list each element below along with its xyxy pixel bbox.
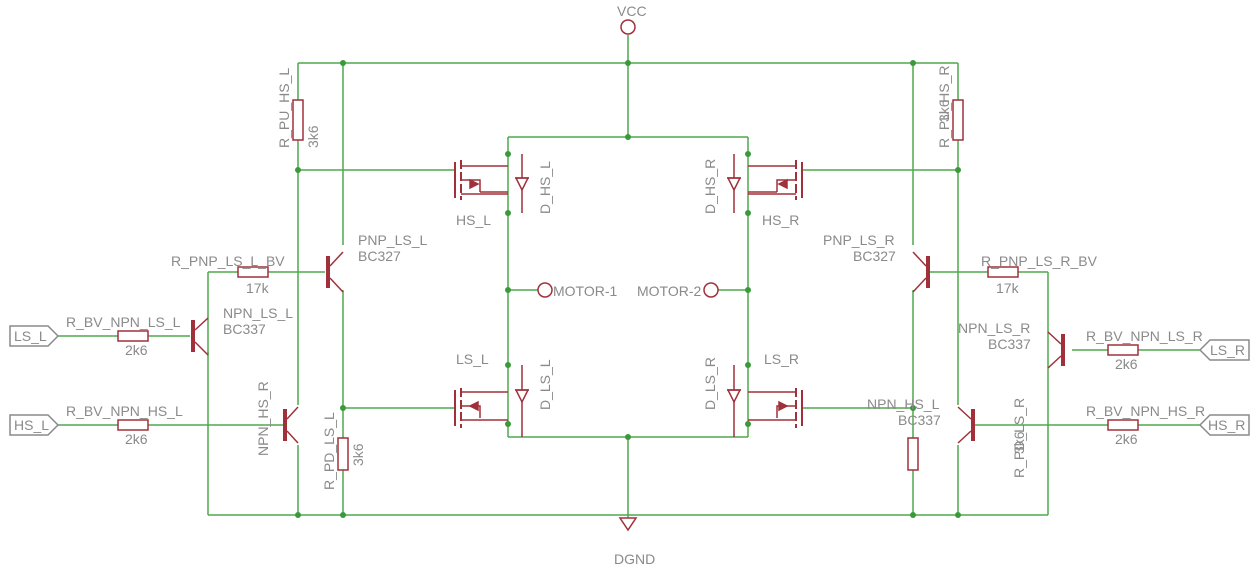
- wires: [58, 35, 1200, 518]
- r-bv-npn-hs-r-value: 2k6: [1115, 431, 1138, 447]
- r-bv-npn-ls-r-body: [1107, 344, 1139, 356]
- mosfet-hs-r-label: HS_R: [762, 212, 800, 228]
- pnp-ls-r-name: PNP_LS_R: [823, 232, 895, 248]
- r-pnp-ls-r-bv-body: [987, 266, 1019, 278]
- npn-ls-l-name: NPN_LS_L: [223, 305, 294, 321]
- r-pd-ls-r-value: 3k6: [1011, 431, 1027, 454]
- input-ls-l-flag[interactable]: [9, 325, 60, 347]
- junctions: [295, 60, 961, 518]
- input-connectors: [9, 325, 1250, 436]
- npn-hs-l-name: NPN_HS_L: [867, 396, 940, 412]
- r-pnp-ls-l-bv-body: [237, 266, 269, 278]
- diode-d-hs-r-label: D_HS_R: [702, 158, 718, 214]
- r-pu-hs-r-value: 3k6: [936, 99, 952, 122]
- pnp-ls-l-value: BC327: [358, 248, 401, 264]
- r-bv-npn-ls-l-name: R_BV_NPN_LS_L: [66, 314, 181, 330]
- vcc-symbol: [620, 19, 636, 35]
- mosfet-hs-r-symbol: [726, 154, 803, 213]
- motor-2-label: MOTOR-2: [637, 283, 702, 299]
- npn-hs-r-name: NPN_HS_R: [255, 381, 271, 456]
- input-ls-r-flag[interactable]: [1198, 339, 1250, 361]
- pnp-ls-r-value: BC327: [853, 248, 896, 264]
- r-bv-npn-ls-l-value: 2k6: [125, 342, 148, 358]
- input-hs-l-flag[interactable]: [9, 414, 60, 436]
- r-pnp-ls-l-bv-value: 17k: [246, 280, 269, 296]
- diode-d-hs-l-label: D_HS_L: [537, 161, 553, 214]
- input-hs-r-flag[interactable]: [1198, 414, 1250, 436]
- r-pu-hs-l-body: [292, 99, 304, 141]
- npn-hs-l-symbol: [957, 406, 975, 444]
- mosfet-ls-l-symbol: [454, 365, 530, 437]
- input-hs-l-label: HS_L: [14, 417, 50, 433]
- mosfet-ls-r-symbol: [726, 365, 803, 437]
- mosfet-ls-r-label: LS_R: [764, 351, 800, 367]
- npn-ls-l-value: BC337: [223, 321, 266, 337]
- npn-hs-r-symbol: [283, 406, 299, 444]
- npn-ls-r-name: NPN_LS_R: [958, 320, 1031, 336]
- vcc-label: VCC: [617, 3, 647, 19]
- r-bv-npn-hs-l-name: R_BV_NPN_HS_L: [66, 403, 183, 419]
- r-bv-npn-ls-r-value: 2k6: [1115, 356, 1138, 372]
- input-ls-l-label: LS_L: [14, 328, 47, 344]
- r-pnp-ls-r-bv-name: R_PNP_LS_R_BV: [981, 253, 1097, 269]
- r-pu-hs-l-value: 3k6: [305, 125, 321, 148]
- r-pd-ls-l-body: [337, 437, 349, 471]
- npn-ls-r-symbol: [1047, 331, 1065, 369]
- motor-2-pad: [703, 282, 719, 298]
- mosfet-hs-l-symbol: [454, 154, 530, 213]
- parts: [117, 19, 1139, 532]
- pnp-ls-r-symbol: [912, 251, 930, 293]
- motor-1-label: MOTOR-1: [553, 283, 618, 299]
- gnd-label: DGND: [614, 551, 656, 567]
- mosfet-ls-l-label: LS_L: [456, 351, 489, 367]
- npn-ls-r-value: BC337: [988, 336, 1031, 352]
- r-bv-npn-ls-r-name: R_BV_NPN_LS_R: [1086, 328, 1203, 344]
- r-pd-ls-r-body: [907, 437, 919, 471]
- r-bv-npn-hs-l-body: [117, 419, 149, 431]
- pnp-ls-l-symbol: [326, 251, 344, 293]
- r-pu-hs-r-body: [952, 99, 964, 141]
- r-pnp-ls-l-bv-name: R_PNP_LS_L_BV: [171, 253, 285, 269]
- r-bv-npn-ls-l-body: [117, 330, 149, 342]
- input-ls-r-label: LS_R: [1210, 342, 1246, 358]
- r-bv-npn-hs-r-body: [1107, 419, 1139, 431]
- diode-d-ls-l-label: D_LS_L: [537, 359, 553, 410]
- npn-hs-l-value: BC337: [898, 412, 941, 428]
- r-pd-ls-l-name: R_PD_LS_L: [321, 412, 337, 490]
- gnd-symbol: [618, 517, 638, 532]
- diode-d-ls-r-label: D_LS_R: [702, 357, 718, 410]
- r-bv-npn-hs-r-name: R_BV_NPN_HS_R: [1086, 403, 1206, 419]
- r-pd-ls-l-value: 3k6: [350, 443, 366, 466]
- r-pnp-ls-r-bv-value: 17k: [996, 280, 1019, 296]
- r-bv-npn-hs-l-value: 2k6: [125, 431, 148, 447]
- npn-ls-l-symbol: [191, 317, 209, 356]
- motor-1-pad: [537, 282, 553, 298]
- mosfet-hs-l-label: HS_L: [456, 212, 492, 228]
- r-pu-hs-l-name: R_PU_HS_L: [276, 67, 292, 148]
- pnp-ls-l-name: PNP_LS_L: [358, 232, 428, 248]
- input-hs-r-label: HS_R: [1208, 417, 1246, 433]
